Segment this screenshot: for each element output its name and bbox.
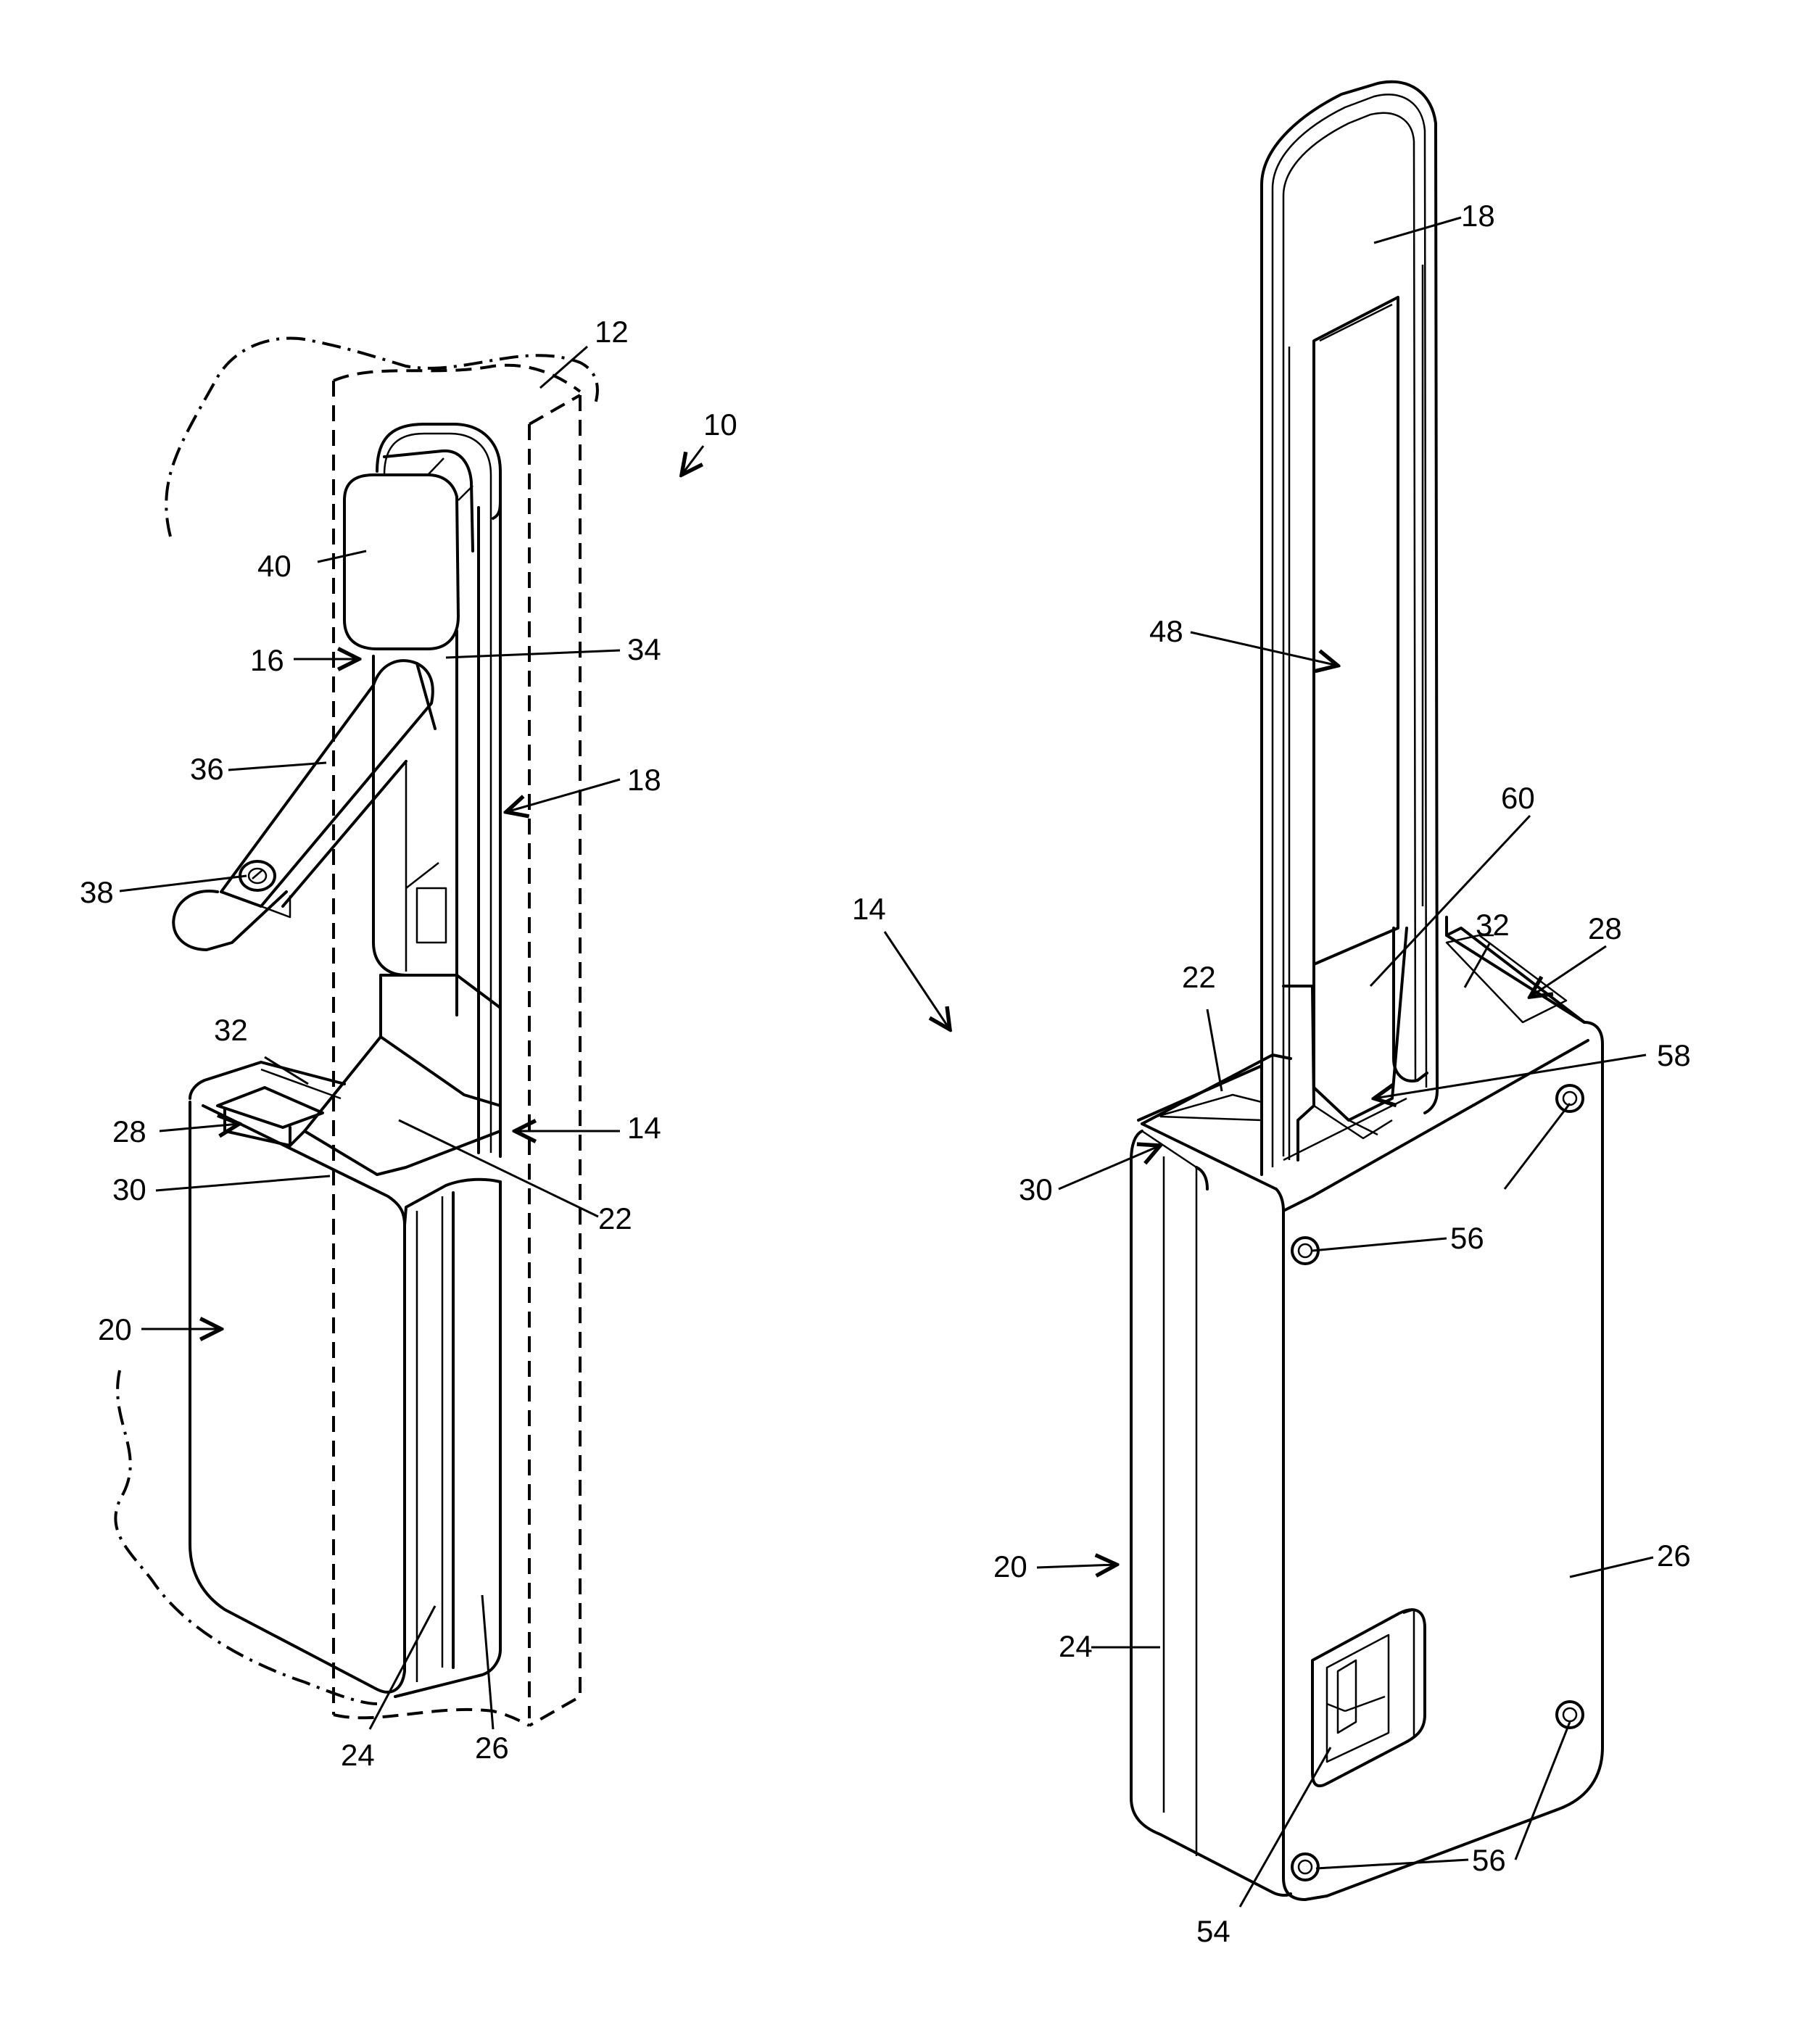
screw-56-lower-left [1292,1854,1318,1880]
handle-36 [173,661,435,950]
reference-labels-right: 18 48 60 14 22 32 28 58 30 56 20 26 24 5… [852,199,1691,1948]
ref-32-right: 32 [1476,908,1510,942]
left-figure-assembly [115,339,597,1726]
ref-30-right: 30 [1019,1172,1053,1206]
ref-36-left: 36 [190,752,224,786]
ref-32-left: 32 [214,1013,248,1047]
keeper-blade-18 [1262,82,1437,1175]
ref-48-right: 48 [1149,614,1183,648]
ref-60-right: 60 [1501,781,1535,815]
ref-20-right: 20 [993,1549,1027,1583]
ref-16-left: 16 [250,643,284,677]
button-40 [344,451,473,649]
recess-54 [1312,1610,1425,1786]
housing-20 [190,1062,500,1697]
ref-22-right: 22 [1182,960,1216,994]
reference-labels-left: 10 12 40 16 34 36 18 38 32 28 14 30 22 2… [80,315,737,1772]
ref-40-left: 40 [257,549,291,583]
ref-24-left: 24 [341,1738,375,1772]
ref-26-left: 26 [475,1731,509,1765]
ref-22-left: 22 [598,1201,632,1235]
phantom-door-lower-outline [115,1370,377,1704]
ref-24-right: 24 [1059,1629,1093,1663]
ref-12-left: 12 [595,315,629,349]
housing-20-right [1131,917,1602,1900]
ref-54-right: 54 [1196,1914,1230,1948]
ref-30-left: 30 [112,1172,146,1206]
ref-28-right: 28 [1588,911,1622,945]
ref-28-left: 28 [112,1114,146,1148]
ref-26-right: 26 [1657,1539,1691,1573]
ref-18-left: 18 [627,763,661,797]
notch-60 [1283,928,1427,1160]
ref-20-left: 20 [98,1312,132,1346]
ref-38-left: 38 [80,875,114,909]
ref-58-right: 58 [1657,1038,1691,1072]
ref-56-upper: 56 [1450,1221,1484,1255]
ref-56-lower: 56 [1472,1843,1506,1877]
recess-34 [373,631,457,1015]
ref-18-right: 18 [1461,199,1495,233]
ref-14-right: 14 [852,892,886,926]
ref-34-left: 34 [627,632,661,666]
ref-10-left: 10 [703,407,737,442]
screw-56-upper-right [1557,1085,1583,1111]
ref-14-left: 14 [627,1111,661,1145]
